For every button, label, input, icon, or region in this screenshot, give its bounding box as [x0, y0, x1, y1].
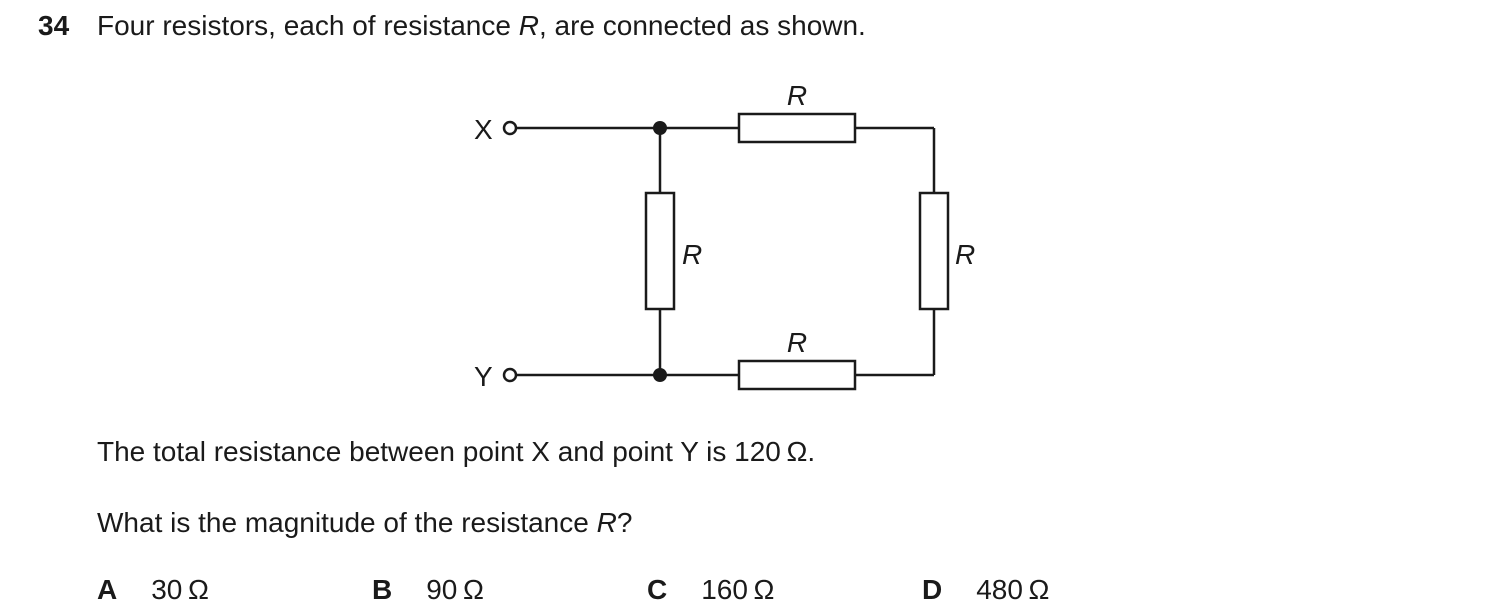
terminal-y-circle: [502, 367, 518, 383]
option-letter: C: [647, 574, 668, 605]
option-value: 480 Ω: [976, 574, 1050, 605]
option-b[interactable]: B 90 Ω: [372, 572, 484, 608]
prompt-variable: R: [596, 507, 617, 538]
resistor-right: [918, 191, 950, 311]
stem-variable: R: [518, 10, 539, 41]
prompt-text-before: What is the magnitude of the resistance: [97, 507, 597, 538]
terminal-y-label: Y: [474, 361, 493, 392]
resistor-right-label: R: [955, 239, 975, 270]
prompt-text-after: ?: [616, 507, 633, 538]
option-value: 160 Ω: [701, 574, 775, 605]
resistor-bottom: [737, 359, 857, 391]
option-a[interactable]: A 30 Ω: [97, 572, 209, 608]
stem-text-before: Four resistors, each of resistance: [97, 10, 519, 41]
answer-options: A 30 Ω B 90 Ω C 160 Ω D 480 Ω: [0, 572, 1500, 608]
terminal-x-label: X: [474, 114, 493, 145]
resistor-top: [737, 112, 857, 144]
resistance-statement: The total resistance between point X and…: [97, 436, 816, 467]
option-letter: A: [97, 574, 118, 605]
stem-text-after: , are connected as shown.: [538, 10, 866, 41]
option-letter: D: [922, 574, 943, 605]
question-stem: Four resistors, each of resistance R, ar…: [97, 8, 866, 44]
question-prompt: What is the magnitude of the resistance …: [97, 505, 632, 541]
question-number: 34: [38, 10, 70, 41]
junction-top: [653, 121, 667, 135]
resistor-bottom-label: R: [787, 327, 807, 358]
option-d[interactable]: D 480 Ω: [922, 572, 1050, 608]
resistor-middle: [644, 191, 676, 311]
resistor-middle-label: R: [682, 239, 702, 270]
terminal-x-circle: [502, 120, 518, 136]
option-c[interactable]: C 160 Ω: [647, 572, 775, 608]
option-letter: B: [372, 574, 393, 605]
junction-bottom: [653, 368, 667, 382]
option-value: 90 Ω: [426, 574, 484, 605]
option-value: 30 Ω: [151, 574, 209, 605]
resistor-top-label: R: [787, 80, 807, 111]
